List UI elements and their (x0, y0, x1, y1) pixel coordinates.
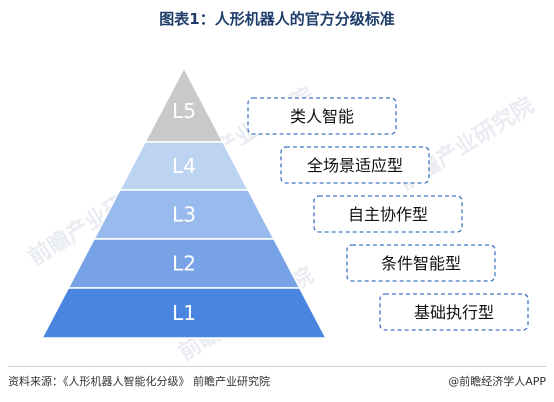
app-credit: @前瞻经济学人APP (448, 375, 546, 388)
level-label-l1: 基础执行型 (414, 303, 494, 322)
pyramid-tier-l1 (40, 287, 328, 339)
footer-divider (8, 366, 546, 367)
chart-title: 图表1：人形机器人的官方分级标准 (159, 10, 395, 28)
level-box-l4 (280, 146, 430, 184)
level-box-l3 (313, 195, 463, 233)
level-label-l5: 类人智能 (290, 107, 354, 126)
level-box-l5 (247, 97, 397, 135)
level-code-l3: L3 (172, 203, 196, 227)
level-label-l2: 条件智能型 (381, 254, 461, 273)
level-label-l3: 自主协作型 (348, 205, 428, 224)
level-label-l4: 全场景适应型 (307, 156, 403, 175)
level-code-l4: L4 (172, 154, 196, 178)
level-code-l1: L1 (172, 301, 196, 325)
level-code-l2: L2 (172, 252, 196, 276)
source-note: 资料来源：《人形机器人智能化分级》 前瞻产业研究院 (8, 375, 270, 388)
level-box-l2 (346, 244, 496, 282)
level-box-l1 (379, 293, 529, 331)
level-code-l5: L5 (172, 99, 196, 123)
